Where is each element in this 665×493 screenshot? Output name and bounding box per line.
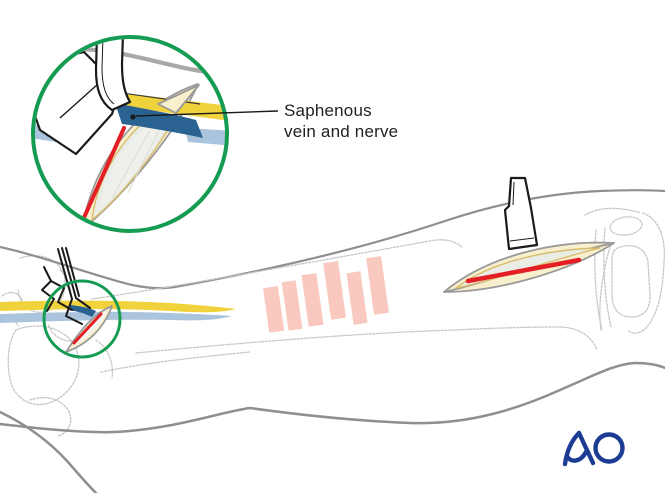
saphenous-label: Saphenous vein and nerve xyxy=(284,101,399,141)
heel-contour xyxy=(0,410,98,493)
inset-leaf-tip xyxy=(157,84,200,114)
leader-dot xyxy=(130,114,136,120)
calf-contour xyxy=(0,361,665,434)
incision-line-small xyxy=(72,312,103,345)
saphenous-vein-band xyxy=(0,311,232,323)
inset-vein-pocket xyxy=(115,103,203,138)
vein-pocket-small xyxy=(68,305,96,317)
inset-circle-border xyxy=(31,35,229,233)
leader-line xyxy=(135,110,279,117)
tibia-crest-line xyxy=(91,239,463,300)
magnified-inset xyxy=(31,35,279,233)
hatch-marks xyxy=(263,256,389,333)
ao-logo xyxy=(562,430,625,467)
incision-line-proximal xyxy=(465,257,582,284)
inset-retractor-blade xyxy=(94,39,132,112)
inset-incision-line xyxy=(80,126,126,224)
leg-bottom-line xyxy=(135,326,598,354)
knee-detail xyxy=(584,207,665,334)
leg-top-contour xyxy=(0,189,665,290)
distal-incision xyxy=(41,247,122,359)
retractor-sketch xyxy=(41,247,91,325)
lower-leg xyxy=(0,176,665,493)
inset-source-circle xyxy=(42,279,122,359)
leg-bottom-line-2 xyxy=(100,351,251,373)
retractor-proximal xyxy=(503,176,539,251)
proximal-incision xyxy=(443,176,615,293)
